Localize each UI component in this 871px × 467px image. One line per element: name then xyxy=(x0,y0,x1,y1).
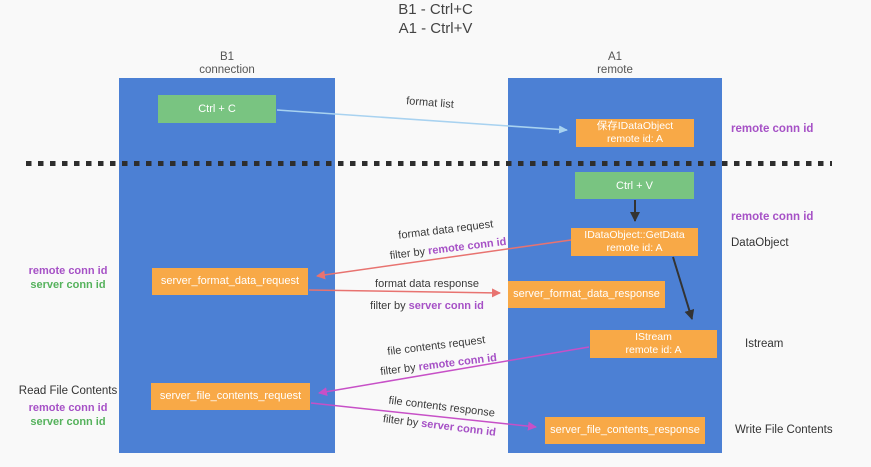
save-dataobject-line1: 保存IDataObject xyxy=(596,120,674,132)
node-ctrl-v: Ctrl + V xyxy=(575,172,694,199)
edge-label-format-data-response: format data response filter by server co… xyxy=(362,277,492,313)
save-dataobject-line2: remote id: A xyxy=(606,133,664,145)
title-line-1: B1 - Ctrl+C xyxy=(398,1,473,18)
format-list-text: format list xyxy=(405,95,455,111)
node-server-format-data-request: server_format_data_request xyxy=(152,268,308,295)
ctrl-v-label: Ctrl + V xyxy=(616,179,653,192)
filter-id-server-conn-id: server conn id xyxy=(408,300,484,312)
left-read-file-block: Read File Contents remote conn id server… xyxy=(14,384,122,429)
label-remote-conn-id-mid: remote conn id xyxy=(731,211,814,223)
lane-a1-title: A1 xyxy=(607,51,623,63)
lane-b1-title: B1 xyxy=(219,51,235,63)
node-getdata: IDataObject::GetData remote id: A xyxy=(571,228,698,256)
lane-b1-subtitle: connection xyxy=(199,64,255,76)
label-read-file-contents: Read File Contents xyxy=(18,385,118,397)
server-format-data-response-label: server_format_data_response xyxy=(513,288,660,300)
label-istream: Istream xyxy=(745,338,784,350)
getdata-line1: IDataObject::GetData xyxy=(584,229,685,241)
label-server-conn-id-left-2: server conn id xyxy=(30,416,106,428)
label-write-file-contents: Write File Contents xyxy=(735,424,833,436)
dashed-separator xyxy=(26,161,832,166)
node-server-file-contents-response: server_file_contents_response xyxy=(545,417,705,444)
server-format-data-request-label: server_format_data_request xyxy=(160,275,300,287)
node-server-file-contents-request: server_file_contents_request xyxy=(151,383,310,410)
label-server-conn-id-left-1: server conn id xyxy=(30,279,106,291)
left-conn-id-block: remote conn id server conn id xyxy=(18,264,118,292)
lane-a1-subtitle: remote xyxy=(597,64,633,76)
node-istream: IStream remote id: A xyxy=(590,330,717,358)
label-remote-conn-id-left-1: remote conn id xyxy=(28,265,108,277)
title-line-2: A1 - Ctrl+V xyxy=(398,20,473,37)
label-dataobject: DataObject xyxy=(731,237,789,249)
node-ctrl-c: Ctrl + C xyxy=(158,95,276,123)
edge-label-format-list: format list xyxy=(380,93,481,113)
node-save-dataobject: 保存IDataObject remote id: A xyxy=(576,119,694,147)
filter-prefix: filter by xyxy=(379,361,420,379)
istream-line1: IStream xyxy=(635,331,672,343)
format-data-response-filter: filter by server conn id xyxy=(362,299,492,313)
server-file-contents-request-label: server_file_contents_request xyxy=(159,390,302,402)
label-remote-conn-id-top: remote conn id xyxy=(731,123,814,135)
ctrl-c-label: Ctrl + C xyxy=(198,103,236,115)
istream-line2: remote id: A xyxy=(625,344,682,356)
format-data-response-text: format data response xyxy=(375,278,479,290)
edge-label-file-contents-response: file contents response filter by server … xyxy=(376,391,505,444)
diagram-title: B1 - Ctrl+C A1 - Ctrl+V xyxy=(0,0,871,38)
filter-prefix: filter by xyxy=(382,413,422,430)
edge-label-format-data-request: format data request filter by remote con… xyxy=(381,213,513,266)
node-server-format-data-response: server_format_data_response xyxy=(508,281,665,308)
lane-header-b1: B1 connection xyxy=(119,51,335,77)
label-remote-conn-id-left-2: remote conn id xyxy=(28,402,108,414)
filter-prefix: filter by xyxy=(370,300,409,312)
filter-prefix: filter by xyxy=(389,245,429,263)
getdata-line2: remote id: A xyxy=(606,242,663,254)
server-file-contents-response-label: server_file_contents_response xyxy=(550,424,700,436)
lane-header-a1: A1 remote xyxy=(508,51,722,77)
edge-label-file-contents-request: file contents request filter by remote c… xyxy=(373,330,502,383)
